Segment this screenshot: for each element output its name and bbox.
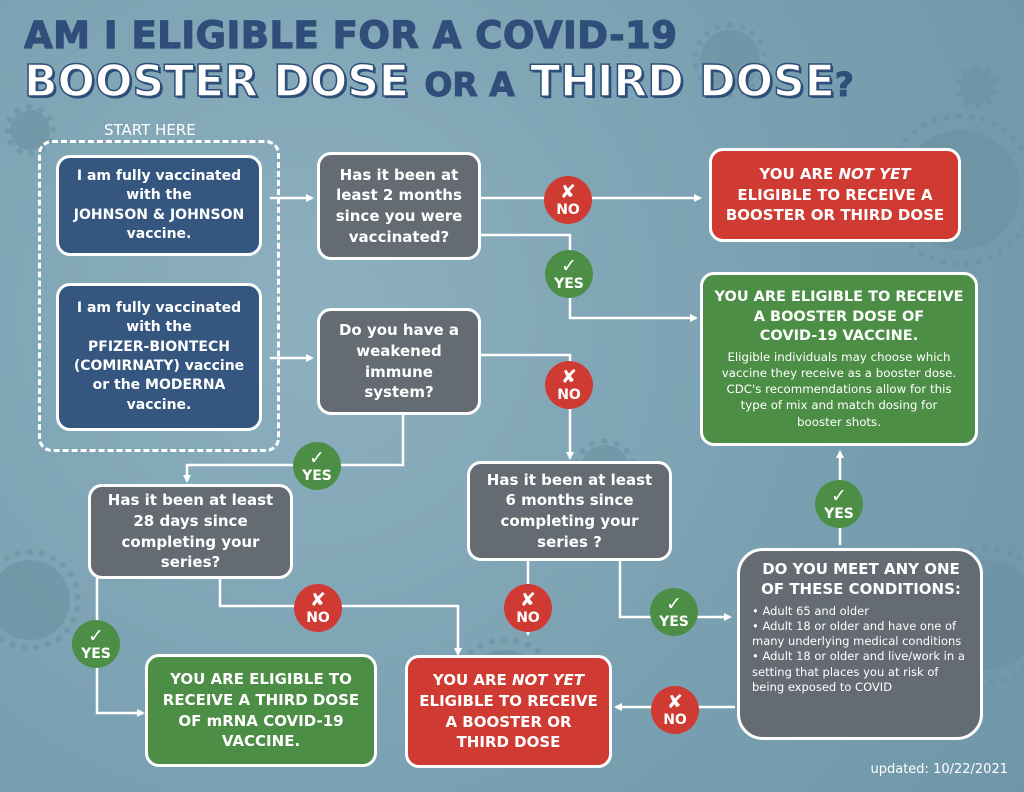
not-yet-eligible-top: YOU ARE NOT YET ELIGIBLE TO RECEIVE A BO… [709, 148, 961, 242]
title-booster: BOOSTER DOSE [23, 55, 409, 108]
no-badge: ✘NO [545, 361, 593, 409]
eligible-booster-note: Eligible individuals may choose which va… [721, 349, 957, 429]
jj-vaccinated-box: I am fully vaccinated with the JOHNSON &… [56, 155, 262, 256]
yes-badge: ✓YES [72, 620, 120, 668]
condition-item: Adult 18 or older and live/work in a set… [752, 649, 970, 695]
check-mark-icon: ✓ [309, 446, 325, 469]
updated-date: updated: 10/22/2021 [870, 762, 1009, 777]
pfizer-moderna-vaccinated-box: I am fully vaccinated with the PFIZER-BI… [56, 283, 262, 431]
x-mark-icon: ✘ [520, 588, 536, 611]
conditions-heading: DO YOU MEET ANY ONE OF THESE CONDITIONS: [761, 560, 961, 599]
yes-badge: ✓YES [293, 442, 341, 490]
eligible-third-dose-box: YOU ARE ELIGIBLE TO RECEIVE A THIRD DOSE… [145, 654, 377, 767]
no-badge: ✘NO [651, 686, 699, 734]
title-question-mark: ? [834, 65, 854, 105]
yes-badge: ✓YES [815, 480, 863, 528]
virus-icon [691, 21, 769, 99]
yes-badge: ✓YES [545, 250, 593, 298]
conditions-list: Adult 65 and older Adult 18 or older and… [752, 604, 970, 696]
check-mark-icon: ✓ [88, 624, 104, 647]
condition-item: Adult 65 and older [752, 604, 970, 619]
x-mark-icon: ✘ [561, 365, 577, 388]
check-mark-icon: ✓ [561, 254, 577, 277]
x-mark-icon: ✘ [560, 180, 576, 203]
question-weakened-immune: Do you have a weakened immune system? [317, 308, 481, 415]
not-yet-eligible-bottom: YOU ARE NOT YET ELIGIBLE TO RECEIVE A BO… [405, 655, 612, 768]
no-badge: ✘NO [294, 584, 342, 632]
start-group-outline [38, 140, 280, 452]
arrow-immune-no [480, 353, 574, 460]
no-badge: ✘NO [544, 176, 592, 224]
title-line-2: BOOSTER DOSE OR A THIRD DOSE? [23, 55, 854, 108]
no-badge: ✘NO [504, 584, 552, 632]
title-line-1: AM I ELIGIBLE FOR A COVID-19 [23, 13, 678, 57]
x-mark-icon: ✘ [667, 690, 683, 713]
virus-icon [0, 548, 82, 652]
virus-icon [955, 65, 999, 109]
title-third-dose: THIRD DOSE [529, 55, 835, 108]
x-mark-icon: ✘ [310, 588, 326, 611]
eligible-booster-box: YOU ARE ELIGIBLE TO RECEIVE A BOOSTER DO… [700, 272, 978, 446]
conditions-box: DO YOU MEET ANY ONE OF THESE CONDITIONS:… [737, 548, 983, 740]
question-6-months: Has it been at least 6 months since comp… [467, 461, 672, 561]
question-2-months: Has it been at least 2 months since you … [317, 152, 481, 260]
title-or-a: OR A [424, 65, 515, 105]
question-28-days: Has it been at least 28 days since compl… [88, 484, 293, 579]
check-mark-icon: ✓ [831, 484, 847, 507]
check-mark-icon: ✓ [666, 592, 682, 615]
yes-badge: ✓YES [650, 588, 698, 636]
start-here-label: START HERE [104, 121, 196, 139]
condition-item: Adult 18 or older and have one of many u… [752, 619, 970, 650]
